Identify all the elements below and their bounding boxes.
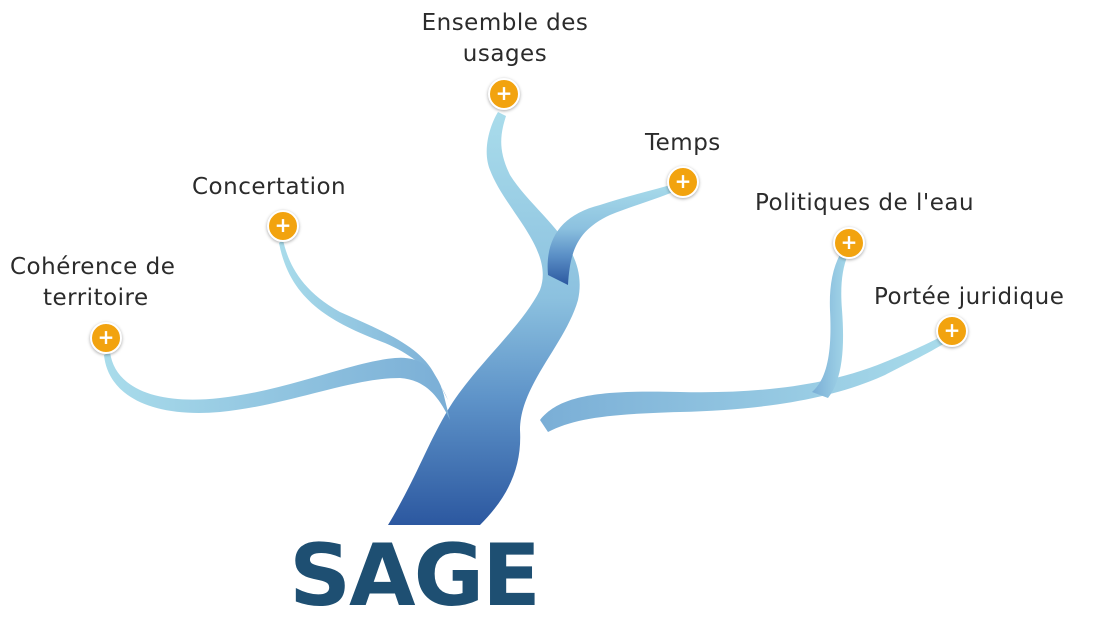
label-portee-juridique: Portée juridique <box>874 282 1064 313</box>
label-line: Cohérence de <box>10 254 176 280</box>
expand-portee-button[interactable]: + <box>936 315 968 347</box>
label-coherence-de-territoire: Cohérence de territoire <box>10 252 175 314</box>
plus-icon: + <box>943 318 961 342</box>
branch-politiques <box>812 245 851 398</box>
label-line: Temps <box>645 130 721 156</box>
sage-title: SAGE <box>289 526 541 626</box>
plus-icon: + <box>495 81 513 105</box>
label-line: Portée juridique <box>874 284 1065 310</box>
expand-coherence-button[interactable]: + <box>90 322 122 354</box>
plus-icon: + <box>274 213 292 237</box>
branch-portee <box>540 332 953 432</box>
label-line: territoire <box>43 285 149 311</box>
label-line: Concertation <box>192 174 347 200</box>
label-line: Ensemble des <box>421 10 589 36</box>
expand-concertation-button[interactable]: + <box>267 210 299 242</box>
label-ensemble-des-usages: Ensemble des usages <box>422 8 589 70</box>
label-line: Politiques de l'eau <box>755 190 975 216</box>
branch-coherence <box>104 352 450 420</box>
trunk-branch-usages <box>388 112 580 525</box>
label-temps: Temps <box>645 128 721 159</box>
expand-temps-button[interactable]: + <box>667 166 699 198</box>
expand-usages-button[interactable]: + <box>488 78 520 110</box>
label-politiques-de-l-eau: Politiques de l'eau <box>755 188 974 219</box>
branch-temps <box>547 182 683 285</box>
plus-icon: + <box>674 169 692 193</box>
label-line: usages <box>462 41 548 67</box>
plus-icon: + <box>840 230 858 254</box>
plus-icon: + <box>97 325 115 349</box>
expand-politiques-button[interactable]: + <box>833 227 865 259</box>
label-concertation: Concertation <box>192 172 346 203</box>
